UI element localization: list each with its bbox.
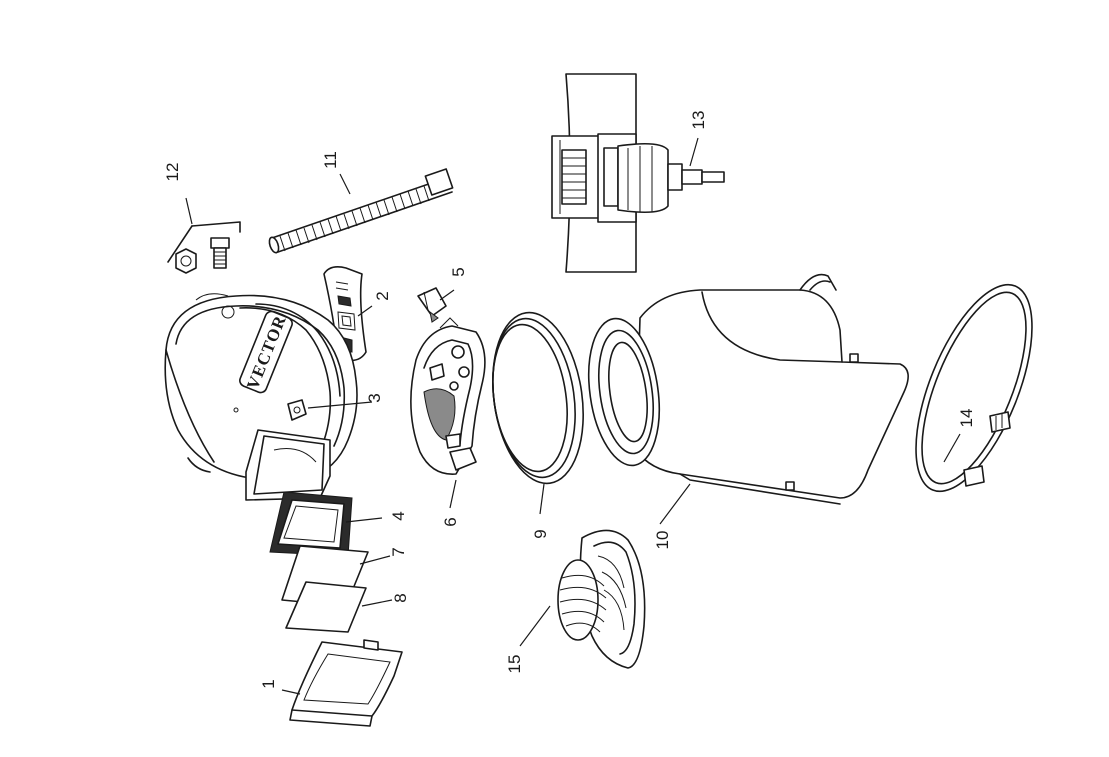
leader-lines [185, 137, 961, 695]
callout-6: 6 [441, 517, 460, 526]
part-2-handle [323, 266, 367, 362]
callout-11: 11 [321, 151, 340, 169]
part-8-inner-plate [285, 581, 367, 633]
part-1-lens-holder [289, 639, 403, 727]
part-11-corrugated-hose [268, 168, 454, 254]
callout-12: 12 [163, 163, 182, 182]
part-14-head-band [915, 283, 1033, 493]
callout-9: 9 [531, 529, 550, 538]
callout-14: 14 [957, 409, 976, 428]
callout-15: 15 [505, 655, 524, 674]
part-5-clip [417, 287, 447, 323]
callout-3: 3 [365, 393, 384, 402]
callout-labels: 12 11 2 3 4 5 6 7 8 9 10 13 14 15 1 [163, 111, 976, 689]
part-12-nut-and-bolt [167, 221, 241, 274]
part-9-ring-seal [492, 311, 584, 485]
callout-5: 5 [449, 267, 468, 276]
part-10-hood [587, 273, 909, 505]
callout-13: 13 [689, 111, 708, 130]
callout-10: 10 [653, 531, 672, 550]
callout-7: 7 [389, 547, 408, 556]
part-13-air-fitting [551, 73, 725, 273]
callout-1: 1 [259, 679, 278, 688]
part-15-filter [557, 529, 646, 669]
callout-2: 2 [373, 291, 392, 300]
callout-4: 4 [389, 511, 408, 520]
callout-8: 8 [391, 593, 410, 602]
helmet-body: VECTOR [164, 293, 358, 501]
part-6-headgear [410, 317, 486, 475]
